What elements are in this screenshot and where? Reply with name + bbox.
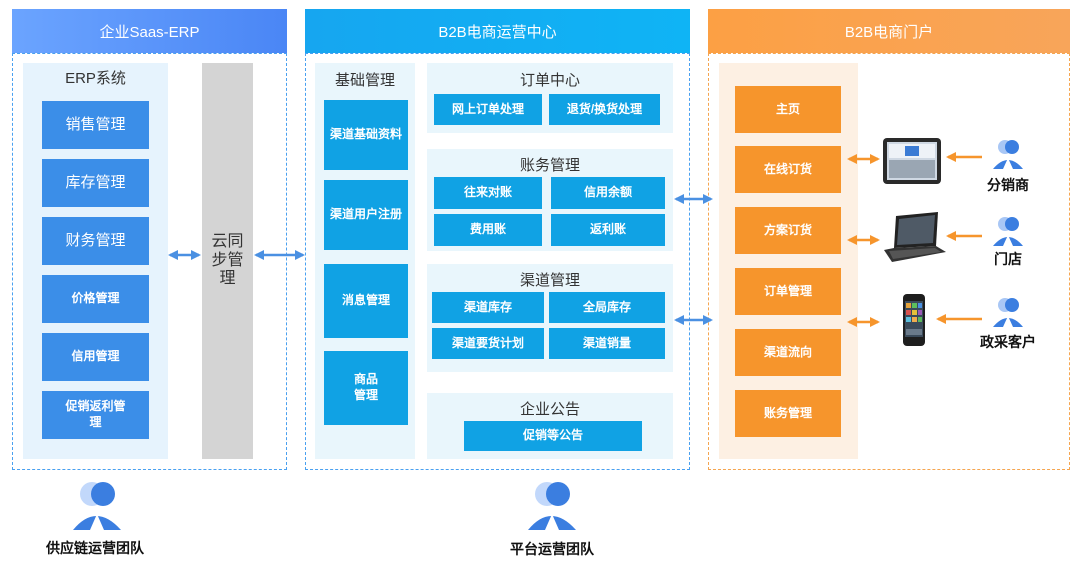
cloud-sync-label: 云同步管理 bbox=[211, 233, 244, 288]
store-avatar-icon bbox=[993, 217, 1023, 246]
base-item-channel-info[interactable]: 渠道基础资料 bbox=[324, 100, 408, 170]
channel-item-demand-plan[interactable]: 渠道要货计划 bbox=[432, 328, 544, 359]
erp-item-inventory[interactable]: 库存管理 bbox=[42, 159, 149, 207]
order-item-return[interactable]: 退货/换货处理 bbox=[549, 94, 660, 125]
portal-item-order-manage[interactable]: 订单管理 bbox=[735, 268, 841, 315]
notice-title: 企业公告 bbox=[519, 400, 580, 418]
erp-item-finance[interactable]: 财务管理 bbox=[42, 217, 149, 265]
gov-avatar-icon bbox=[993, 298, 1023, 327]
gov-client-label: 政采客户 bbox=[980, 334, 1036, 350]
base-item-goods[interactable]: 商品管理 bbox=[324, 351, 408, 425]
erp-frame bbox=[12, 53, 287, 470]
b2b-frame bbox=[305, 53, 690, 470]
order-item-online[interactable]: 网上订单处理 bbox=[434, 94, 542, 125]
notice-item-promo[interactable]: 促销等公告 bbox=[464, 421, 642, 451]
finance-item-reconcile[interactable]: 往来对账 bbox=[434, 177, 542, 209]
portal-item-finance[interactable]: 账务管理 bbox=[735, 390, 841, 437]
portal-item-online-order[interactable]: 在线订货 bbox=[735, 146, 841, 193]
channel-item-stock[interactable]: 渠道库存 bbox=[432, 292, 544, 323]
erp-system-title: ERP系统 bbox=[65, 69, 126, 87]
distributor-label: 分销商 bbox=[987, 177, 1029, 193]
platform-team-avatar-icon bbox=[528, 482, 576, 530]
finance-item-credit[interactable]: 信用余额 bbox=[551, 177, 665, 209]
portal-header: B2B电商门户 bbox=[708, 9, 1070, 53]
b2b-header: B2B电商运营中心 bbox=[305, 9, 690, 53]
b2b-header-title: B2B电商运营中心 bbox=[438, 23, 557, 41]
erp-item-sales[interactable]: 销售管理 bbox=[42, 101, 149, 149]
finance-title: 账务管理 bbox=[519, 156, 580, 174]
portal-header-title: B2B电商门户 bbox=[844, 23, 934, 41]
base-item-channel-info-label: 渠道基础资料 bbox=[330, 127, 403, 142]
erp-item-price[interactable]: 价格管理 bbox=[42, 275, 149, 323]
supply-team-label: 供应链运营团队 bbox=[46, 540, 144, 556]
portal-item-home[interactable]: 主页 bbox=[735, 86, 841, 133]
portal-frame bbox=[708, 53, 1070, 470]
order-title: 订单中心 bbox=[519, 71, 580, 89]
base-item-user-register[interactable]: 渠道用户注册 bbox=[324, 180, 408, 250]
portal-item-plan-order[interactable]: 方案订货 bbox=[735, 207, 841, 254]
tablet-icon bbox=[883, 138, 941, 184]
channel-title: 渠道管理 bbox=[519, 271, 580, 289]
erp-header-title: 企业Saas-ERP bbox=[99, 23, 200, 41]
finance-item-rebate[interactable]: 返利账 bbox=[551, 214, 665, 246]
laptop-icon bbox=[884, 212, 946, 262]
erp-item-credit[interactable]: 信用管理 bbox=[42, 333, 149, 381]
distributor-avatar-icon bbox=[993, 140, 1023, 169]
phone-icon bbox=[903, 294, 925, 346]
erp-item-promo-label: 促销返利管理 bbox=[65, 399, 126, 429]
portal-item-channel-flow[interactable]: 渠道流向 bbox=[735, 329, 841, 376]
platform-team-label: 平台运营团队 bbox=[510, 541, 594, 557]
supply-team-avatar-icon bbox=[73, 482, 121, 530]
base-title: 基础管理 bbox=[334, 71, 395, 89]
base-item-goods-label: 商品管理 bbox=[353, 372, 378, 402]
base-item-message[interactable]: 消息管理 bbox=[324, 264, 408, 338]
channel-item-sales[interactable]: 渠道销量 bbox=[549, 328, 665, 359]
erp-item-promo-text: 促销返利管理 bbox=[66, 399, 126, 430]
finance-item-expense[interactable]: 费用账 bbox=[434, 214, 542, 246]
erp-header: 企业Saas-ERP bbox=[12, 9, 287, 53]
cloud-sync-bar: 云同步管理 bbox=[202, 63, 253, 459]
channel-item-global-stock[interactable]: 全局库存 bbox=[549, 292, 665, 323]
store-label: 门店 bbox=[994, 251, 1022, 267]
erp-item-promo[interactable]: 促销返利管理 bbox=[42, 391, 149, 439]
base-item-user-register-label: 渠道用户注册 bbox=[330, 207, 403, 222]
